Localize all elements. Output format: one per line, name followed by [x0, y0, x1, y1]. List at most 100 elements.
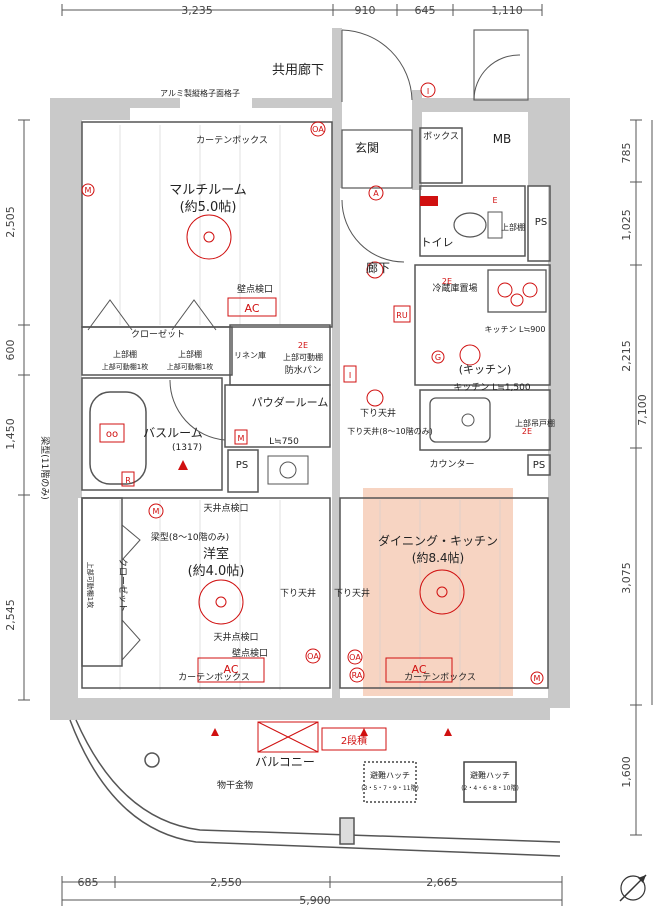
label-movable-shelf-left: 上部可動棚1枚	[102, 362, 148, 371]
symbol-markers	[81, 82, 544, 736]
bathtub-icon: oo	[89, 391, 147, 485]
svg-text:oo: oo	[106, 429, 118, 440]
floor-texture	[119, 125, 501, 690]
dim-left-3: 1,450	[4, 418, 17, 450]
label-beam-side: 梁型(11階のみ)	[39, 436, 51, 499]
label-ac-2: AC	[223, 663, 238, 676]
symbol-ru: RU	[396, 311, 408, 320]
label-drop-ceiling-2: 下り天井	[280, 587, 316, 599]
label-corridor-shared: 共用廊下	[272, 62, 324, 78]
outer-walls	[50, 28, 570, 720]
label-ac-1: AC	[244, 302, 259, 315]
label-curtain-box-1: カーテンボックス	[196, 135, 268, 146]
label-upper-shelf-right: 上部棚	[178, 349, 202, 359]
symbol-letters: OA I M A RU I M R G E 2E 2E 2E M OA OA R…	[85, 87, 541, 683]
dim-right-2: 1,025	[620, 209, 633, 241]
label-curtain-box-2: カーテンボックス	[178, 672, 250, 683]
label-lattice: アルミ製縦格子面格子	[160, 88, 240, 98]
label-waterproof-pan: 防水パン	[285, 364, 321, 376]
label-ceiling-inspection-1: 天井点検口	[203, 502, 248, 514]
north-arrow-icon	[619, 874, 647, 902]
label-fridge: 冷蔵庫置場	[432, 282, 477, 294]
dim-top-1: 3,235	[181, 4, 213, 17]
symbol-oa-2: OA	[307, 652, 319, 661]
label-upper-shelf-left: 上部棚	[113, 349, 137, 359]
label-drop-ceiling-1: 下り天井	[360, 407, 396, 419]
label-powder-room: パウダールーム	[252, 395, 329, 409]
dimension-left: 2,505 600 1,450 2,545	[4, 119, 30, 701]
ac-box-multi	[227, 297, 277, 317]
label-ceiling-inspection-2: 天井点検口	[213, 631, 258, 643]
symbol-g: G	[435, 353, 441, 362]
dim-right-1: 785	[620, 143, 633, 164]
room-labels: 共用廊下 アルミ製縦格子面格子 マルチルーム (約5.0帖) カーテンボックス …	[39, 62, 555, 792]
dim-left-1: 2,505	[4, 206, 17, 238]
label-entrance: 玄関	[355, 140, 379, 155]
label-closet-1: クローゼット	[131, 328, 185, 340]
dim-top-3: 645	[415, 4, 436, 17]
sink-icon	[267, 455, 309, 485]
label-balcony: バルコニー	[255, 755, 315, 769]
balcony-edge	[69, 719, 561, 857]
dim-top-2: 910	[355, 4, 376, 17]
two-step-box	[257, 721, 387, 753]
label-upper-shelf-v: 上部棚	[501, 222, 525, 232]
kitchen-sink-icon	[429, 397, 491, 443]
ceiling-light-icon	[186, 214, 481, 625]
dim-bottom-3: 2,665	[426, 876, 458, 889]
label-two-step: 2段積	[341, 734, 367, 747]
label-hatch-left: 避難ハッチ	[370, 770, 410, 780]
dimension-bottom: 685 2,550 2,665 5,900	[61, 876, 563, 907]
symbol-e: E	[492, 196, 497, 205]
dimension-top: 3,235 910 645 1,110	[61, 4, 543, 17]
label-ps-3: PS	[236, 460, 248, 471]
label-ac-3: AC	[411, 663, 426, 676]
dim-bottom-total: 5,900	[299, 894, 331, 907]
label-upper-movable: 上部可動棚	[283, 352, 323, 362]
symbol-oa-1: OA	[312, 125, 324, 134]
label-curtain-box-3: カーテンボックス	[404, 672, 476, 683]
ac-box-dining	[385, 657, 453, 683]
label-hallway: 廊下	[366, 260, 390, 275]
symbol-2e-1: 2E	[442, 277, 452, 286]
stove-icon	[487, 269, 547, 313]
label-ps-1: PS	[535, 217, 547, 228]
dim-right-3: 2,215	[620, 340, 633, 372]
label-movable-shelf-right: 上部可動棚1枚	[167, 362, 213, 371]
label-toilet: トイレ	[421, 236, 454, 249]
label-closet-2: クローゼット	[117, 558, 129, 612]
label-wall-inspection-2: 壁点検口	[232, 647, 268, 659]
symbol-2e-2: 2E	[298, 341, 308, 350]
label-western-room-size: (約4.0帖)	[188, 564, 245, 579]
dim-bottom-1: 685	[78, 876, 99, 889]
label-dining-kitchen-size: (約8.4帖)	[412, 550, 464, 565]
label-hatch-left-floors: (3・5・7・9・11階)	[361, 784, 419, 792]
toilet-icon	[453, 211, 503, 239]
dimension-right: 785 1,025 2,215 3,075 1,600 7,100	[620, 119, 653, 836]
label-ps-2: PS	[533, 460, 545, 471]
label-wall-inspection-1: 壁点検口	[237, 283, 273, 295]
label-drop-ceiling-3: 下り天井	[334, 587, 370, 599]
dim-left-2: 600	[4, 340, 17, 361]
door-swing-icon	[87, 29, 521, 661]
label-powder-l: L≒750	[269, 437, 299, 447]
label-upper-movable-vertical: 上部可動棚1枚	[86, 562, 95, 608]
label-hatch-right: 避難ハッチ	[470, 770, 510, 780]
label-western-room: 洋室	[203, 546, 229, 562]
label-laundry: 物干金物	[217, 779, 253, 791]
symbol-ra: RA	[352, 671, 363, 680]
label-upper-hanging: 上部吊戸棚	[515, 418, 555, 428]
ac-box-western	[197, 657, 265, 683]
symbol-i-2: I	[349, 371, 351, 380]
symbol-2e-3: 2E	[522, 427, 532, 436]
symbol-m-3: M	[153, 507, 160, 516]
label-bathroom-size: (1317)	[172, 443, 202, 453]
symbol-m-4: M	[534, 674, 541, 683]
dim-bottom-2: 2,550	[210, 876, 242, 889]
symbol-r: R	[125, 476, 131, 485]
symbol-m-1: M	[85, 186, 92, 195]
dim-right-5: 1,600	[620, 756, 633, 788]
label-box: ボックス	[423, 131, 459, 142]
interior-walls	[81, 121, 551, 689]
